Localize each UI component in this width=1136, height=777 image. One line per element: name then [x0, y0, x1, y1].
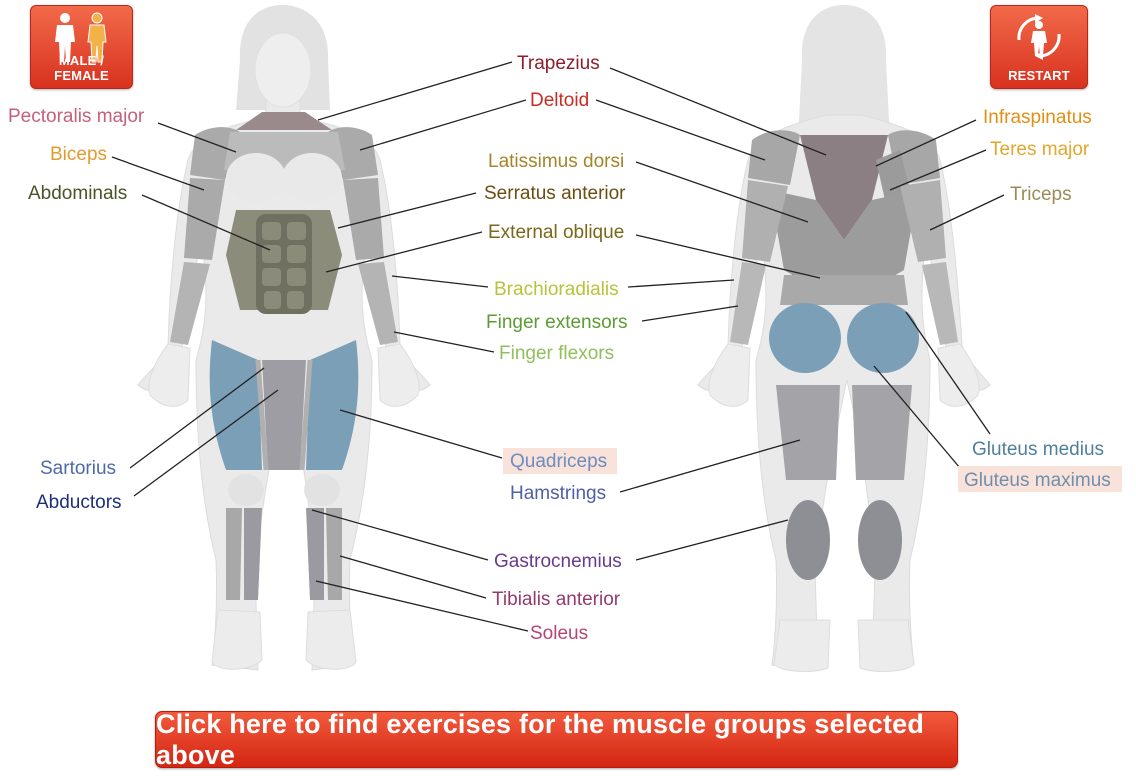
front-gastrocnemius-right[interactable]: [306, 508, 324, 600]
label-infraspinatus[interactable]: Infraspinatus: [983, 107, 1092, 128]
restart-figure-icon: [1017, 14, 1061, 60]
back-hand-left: [708, 343, 751, 407]
back-triceps-right[interactable]: [900, 180, 946, 262]
back-gluteus-medius[interactable]: [780, 275, 908, 305]
front-head: [254, 32, 312, 108]
front-knee-right: [304, 474, 340, 506]
front-tibialis-right[interactable]: [326, 508, 342, 600]
back-hand-right: [937, 343, 980, 407]
restart-button[interactable]: RESTART: [990, 5, 1088, 89]
front-trapezius[interactable]: [236, 112, 332, 130]
front-breast-left: [226, 153, 286, 203]
back-hamstrings-right[interactable]: [852, 385, 912, 480]
label-finger-flexors[interactable]: Finger flexors: [499, 343, 614, 364]
male-female-label: MALE / FEMALE: [54, 53, 109, 83]
front-biceps-left[interactable]: [184, 178, 225, 260]
label-biceps[interactable]: Biceps: [50, 144, 107, 165]
front-foot-left: [211, 609, 263, 670]
front-forearm-right[interactable]: [358, 262, 398, 345]
male-female-toggle-button[interactable]: MALE / FEMALE: [30, 5, 133, 89]
back-foot-left: [773, 619, 831, 672]
label-quadriceps[interactable]: Quadriceps: [510, 451, 607, 472]
back-gluteus-maximus-left[interactable]: [769, 303, 841, 373]
label-gastrocnemius[interactable]: Gastrocnemius: [494, 551, 622, 572]
front-hand-right: [377, 343, 420, 407]
back-forearm-left[interactable]: [730, 262, 766, 345]
front-tibialis-left[interactable]: [226, 508, 242, 600]
label-finger-extensors[interactable]: Finger extensors: [486, 312, 628, 333]
front-quadriceps-left[interactable]: [209, 340, 262, 470]
quadriceps-label-highlight: [503, 448, 617, 474]
label-hamstrings[interactable]: Hamstrings: [510, 483, 606, 504]
back-foot-right: [857, 619, 915, 672]
leader-lines: [111, 61, 1005, 632]
label-abductors[interactable]: Abductors: [36, 492, 122, 513]
back-figure: [697, 5, 991, 672]
front-gastrocnemius-left[interactable]: [244, 508, 262, 600]
back-hamstrings-left[interactable]: [776, 385, 840, 480]
front-abductors[interactable]: [262, 360, 306, 470]
label-tibialis-anterior[interactable]: Tibialis anterior: [492, 589, 621, 610]
label-teres-major[interactable]: Teres major: [990, 139, 1090, 160]
label-external-oblique[interactable]: External oblique: [488, 222, 624, 243]
label-sartorius[interactable]: Sartorius: [40, 458, 116, 479]
front-abdominal-segments: [262, 222, 306, 309]
front-sartorius[interactable]: [255, 359, 269, 471]
muscle-labels: Trapezius Deltoid Pectoralis major Bicep…: [8, 53, 1122, 644]
label-gluteus-maximus[interactable]: Gluteus maximus: [964, 470, 1111, 491]
label-triceps[interactable]: Triceps: [1010, 184, 1072, 205]
label-serratus-anterior[interactable]: Serratus anterior: [484, 183, 626, 204]
front-figure: [137, 5, 431, 671]
label-latissimus-dorsi[interactable]: Latissimus dorsi: [488, 151, 624, 172]
male-female-figures-icon: [55, 12, 107, 63]
back-latissimus-dorsi[interactable]: [770, 190, 918, 295]
front-foot-right: [305, 609, 357, 670]
back-trapezius[interactable]: [800, 135, 888, 240]
front-knee-left: [228, 474, 264, 506]
front-hand-left: [148, 343, 191, 407]
back-forearm-right[interactable]: [922, 262, 958, 345]
label-deltoid[interactable]: Deltoid: [530, 90, 589, 111]
label-pectoralis-major[interactable]: Pectoralis major: [8, 106, 145, 127]
find-exercises-button[interactable]: Click here to find exercises for the mus…: [155, 709, 958, 770]
front-sartorius-right[interactable]: [299, 359, 313, 471]
label-soleus[interactable]: Soleus: [530, 623, 588, 644]
label-brachioradialis[interactable]: Brachioradialis: [494, 279, 619, 300]
front-quadriceps-right[interactable]: [306, 340, 359, 470]
label-trapezius[interactable]: Trapezius: [517, 53, 600, 74]
front-biceps-right[interactable]: [343, 178, 384, 260]
label-abdominals[interactable]: Abdominals: [28, 183, 127, 204]
label-gluteus-medius[interactable]: Gluteus medius: [972, 439, 1104, 460]
back-gastrocnemius-left[interactable]: [786, 500, 830, 580]
gluteus-maximus-label-highlight: [958, 466, 1122, 492]
back-hair: [798, 5, 890, 140]
back-gastrocnemius-right[interactable]: [858, 500, 902, 580]
back-triceps-left[interactable]: [742, 180, 788, 262]
back-deltoid-left[interactable]: [748, 130, 800, 185]
front-breast-right: [282, 153, 342, 203]
front-forearm-left[interactable]: [170, 262, 210, 345]
back-gluteus-maximus-right[interactable]: [847, 303, 919, 373]
restart-label: RESTART: [1008, 68, 1070, 83]
